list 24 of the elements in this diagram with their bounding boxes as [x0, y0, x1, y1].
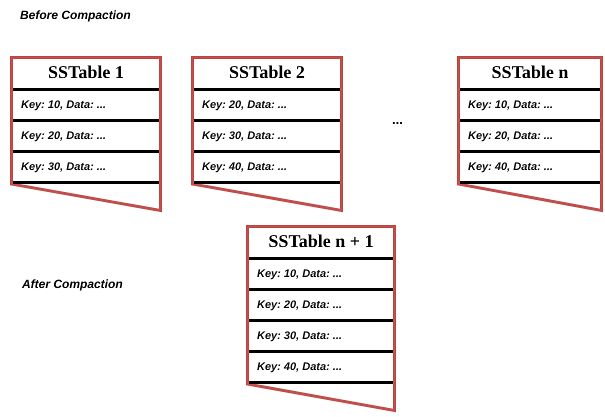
record-row: Key: 20, Data: ... — [194, 88, 340, 119]
table-title: SSTable n + 1 — [267, 231, 375, 252]
record-row: Key: 10, Data: ... — [13, 88, 159, 119]
table-title: SSTable n — [490, 62, 570, 83]
ellipsis-text: ... — [392, 112, 403, 127]
table-title: SSTable 1 — [47, 62, 125, 83]
record-row: Key: 10, Data: ... — [249, 257, 393, 288]
record-row: Key: 40, Data: ... — [460, 150, 600, 184]
record-row: Key: 20, Data: ... — [249, 288, 393, 319]
sstable-shape — [246, 225, 396, 412]
record-row: Key: 20, Data: ... — [460, 119, 600, 150]
sstable-shape — [10, 56, 162, 212]
record-row: Key: 10, Data: ... — [460, 88, 600, 119]
record-row: Key: 30, Data: ... — [13, 150, 159, 184]
record-row: Key: 30, Data: ... — [194, 119, 340, 150]
record-row: Key: 30, Data: ... — [249, 319, 393, 350]
table-title: SSTable 2 — [228, 62, 306, 83]
record-row: Key: 40, Data: ... — [249, 350, 393, 384]
sstable-shape — [191, 56, 343, 212]
sstable-shape — [457, 56, 603, 212]
section-label: After Compaction — [22, 277, 123, 291]
section-label: Before Compaction — [20, 8, 131, 22]
record-row: Key: 20, Data: ... — [13, 119, 159, 150]
record-row: Key: 40, Data: ... — [194, 150, 340, 184]
